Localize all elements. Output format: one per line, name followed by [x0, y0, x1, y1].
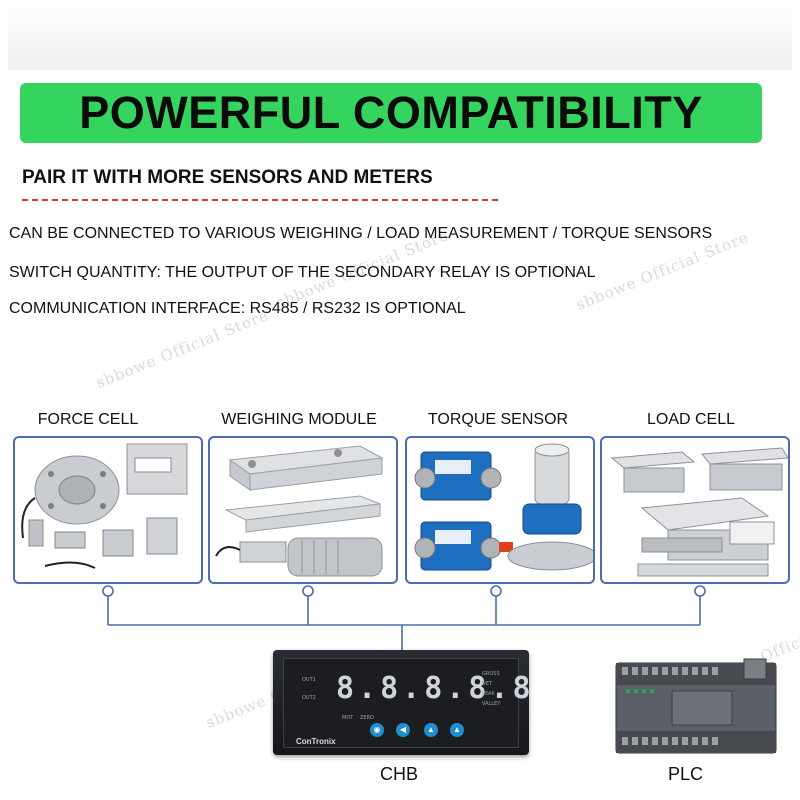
status-valley: VALLEY: [482, 701, 501, 707]
category-label-load-cell: LOAD CELL: [646, 411, 736, 428]
out1-indicator: OUT1: [302, 677, 316, 683]
chb-left-button[interactable]: ◀: [396, 723, 410, 737]
banner-title: POWERFUL COMPATIBILITY: [79, 87, 703, 138]
mot-indicator: MOT: [342, 715, 354, 721]
load-cell-panel: [600, 436, 790, 584]
chb-brand: ConTronix: [296, 737, 336, 746]
category-label-torque-sensor: TORQUE SENSOR: [427, 411, 569, 428]
chb-label: CHB: [380, 764, 419, 784]
plc-device: [612, 653, 782, 757]
chb-display: 8.8.8.8.8: [336, 671, 535, 706]
out2-indicator: OUT2: [302, 695, 316, 701]
feature-relay: SWITCH QUANTITY: THE OUTPUT OF THE SECON…: [9, 264, 596, 281]
torque-sensor-images: [414, 443, 593, 571]
chb-meter: OUT1 OUT2 8.8.8.8.8 GROSS NET PEAK VALLE…: [273, 650, 531, 755]
status-net: NET: [482, 681, 492, 687]
torque-sensor-panel: [405, 436, 595, 584]
plc-label: PLC: [668, 764, 704, 784]
zero-indicator: ZERO: [360, 715, 374, 721]
status-gross: GROSS: [482, 671, 500, 677]
dashed-divider: [22, 199, 498, 201]
compatibility-banner: POWERFUL COMPATIBILITY: [20, 83, 762, 143]
force-cell-panel: [13, 436, 203, 584]
plc-image: [615, 658, 777, 754]
chb-set-button[interactable]: ◉: [370, 723, 384, 737]
feature-interface: COMMUNICATION INTERFACE: RS485 / RS232 I…: [9, 300, 466, 317]
load-cell-images: [610, 447, 788, 577]
weighing-module-images: [215, 445, 384, 577]
force-cell-images: [21, 443, 188, 569]
chb-enter-button[interactable]: ▲: [450, 723, 464, 737]
chb-up-button[interactable]: ▲: [424, 723, 438, 737]
category-label-weighing-module: WEIGHING MODULE: [221, 411, 377, 428]
category-label-force-cell: FORCE CELL: [37, 411, 139, 428]
subheading: PAIR IT WITH MORE SENSORS AND METERS: [22, 167, 433, 188]
weighing-module-panel: [208, 436, 398, 584]
feature-sensors: CAN BE CONNECTED TO VARIOUS WEIGHING / L…: [9, 225, 713, 242]
status-peak: PEAK: [482, 691, 495, 697]
chb-front-panel: OUT1 OUT2 8.8.8.8.8 GROSS NET PEAK VALLE…: [283, 658, 531, 748]
top-product-strip: [8, 0, 792, 70]
